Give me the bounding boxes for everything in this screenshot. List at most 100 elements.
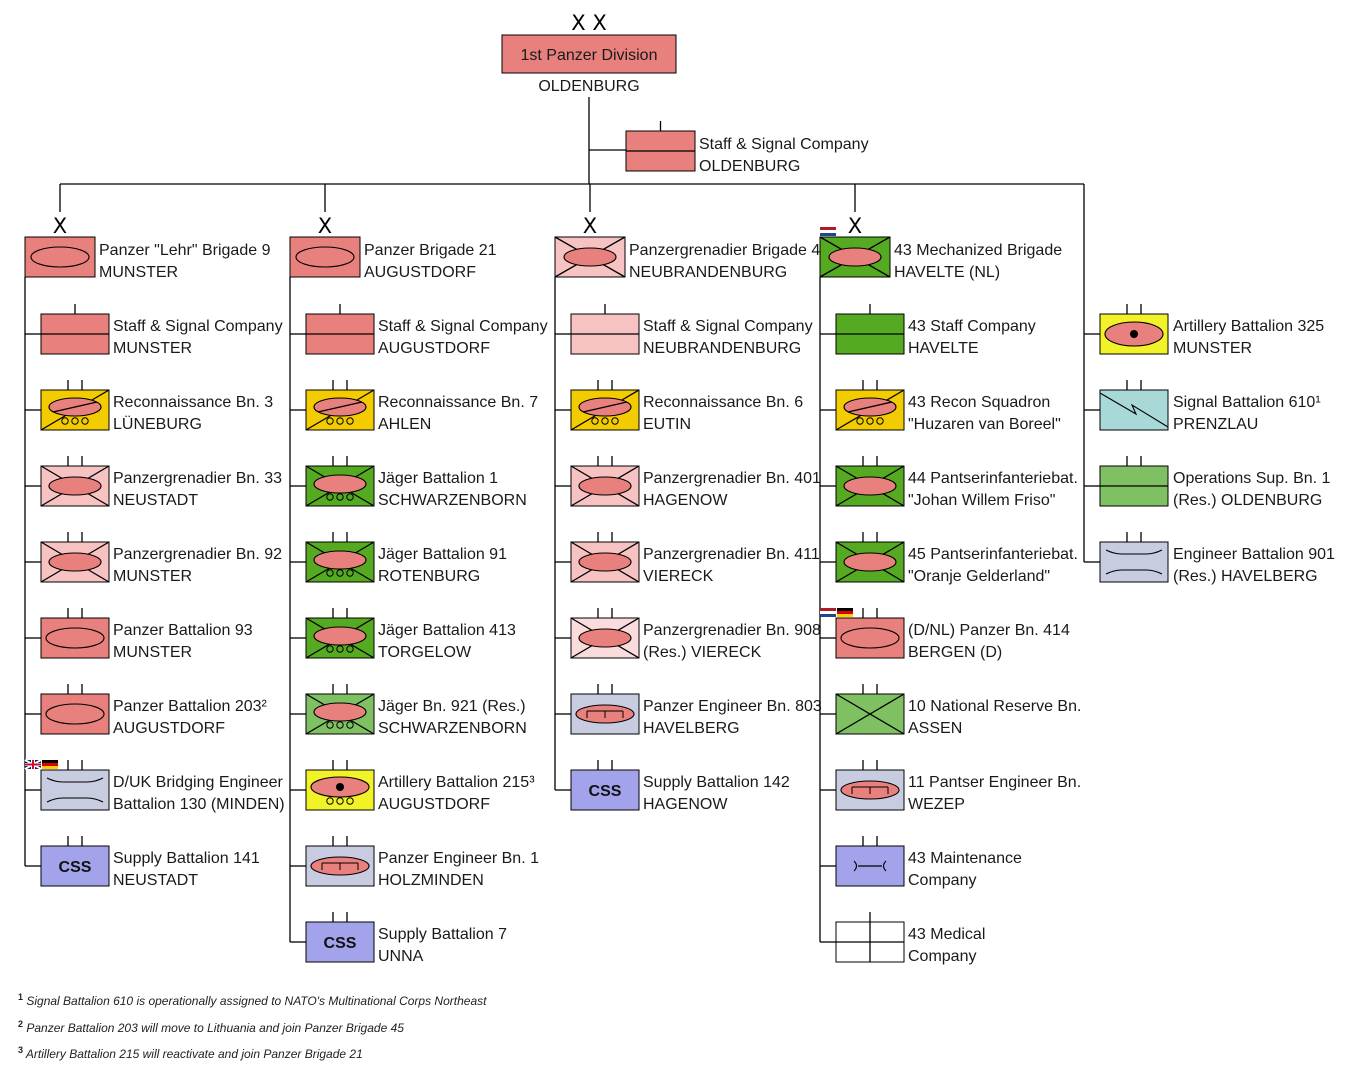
unit-location: NEUBRANDENBURG — [643, 340, 801, 357]
unit-name: 11 Pantser Engineer Bn. — [908, 774, 1081, 791]
unit-location: MUNSTER — [113, 644, 192, 661]
unit-location: MUNSTER — [113, 568, 192, 585]
brigade-symbol — [289, 236, 361, 278]
unit-2: Reconnaissance Bn. 7 AHLEN — [290, 380, 538, 433]
css-text: CSS — [59, 859, 92, 876]
division-name: 1st Panzer Division — [521, 47, 658, 64]
unit-location: "Johan Willem Friso" — [908, 492, 1055, 509]
unit-7: Artillery Battalion 215³ AUGUSTDORF — [290, 760, 535, 813]
footnotes: 1 Signal Battalion 610 is operationally … — [18, 986, 486, 1066]
brigade-echelon-mark: X — [318, 214, 332, 238]
brigade-symbol — [24, 236, 96, 278]
divisional-unit-4: Engineer Battalion 901 (Res.) HAVELBERG — [1084, 532, 1335, 585]
unit-name: Supply Battalion 7 — [378, 926, 507, 943]
unit-name: Artillery Battalion 325 — [1173, 318, 1324, 335]
unit-name: 10 National Reserve Bn. — [908, 698, 1081, 715]
division-staff-label: Staff & Signal Company — [699, 136, 869, 153]
unit-location: AUGUSTDORF — [378, 340, 490, 357]
unit-name: Artillery Battalion 215³ — [378, 774, 535, 791]
unit-location: TORGELOW — [378, 644, 472, 661]
unit-location: MUNSTER — [113, 340, 192, 357]
unit-location: UNNA — [378, 948, 424, 965]
unit-4: 45 Pantserinfanteriebat."Oranje Gelderla… — [820, 532, 1078, 585]
unit-name: Panzergrenadier Bn. 33 — [113, 470, 282, 487]
unit-location: Company — [908, 872, 976, 889]
unit-name: Panzergrenadier Bn. 908 — [643, 622, 821, 639]
brigade-location: AUGUSTDORF — [364, 264, 476, 281]
unit-location: AUGUSTDORF — [378, 796, 490, 813]
unit-location: AHLEN — [378, 416, 431, 433]
unit-location: EUTIN — [643, 416, 691, 433]
css-text: CSS — [324, 935, 357, 952]
unit-location: ASSEN — [908, 720, 962, 737]
brigade-name: Panzer "Lehr" Brigade 9 — [99, 242, 271, 259]
unit-name: D/UK Bridging Engineer — [113, 774, 284, 791]
brigade-name: Panzer Brigade 21 — [364, 242, 497, 259]
brigade-echelon-mark: X — [848, 214, 862, 238]
unit-6: 10 National Reserve Bn. ASSEN — [820, 684, 1081, 737]
de-flag-icon — [42, 760, 58, 769]
unit-location: LÜNEBURG — [113, 415, 202, 433]
unit-name: Panzer Engineer Bn. 803 — [643, 698, 822, 715]
unit-location: HOLZMINDEN — [378, 872, 484, 889]
brigade-name: 43 Mechanized Brigade — [894, 242, 1062, 259]
brigade-symbol — [554, 236, 626, 278]
de-flag-icon — [837, 608, 853, 617]
unit-location: (Res.) HAVELBERG — [1173, 568, 1318, 585]
unit-location: AUGUSTDORF — [113, 720, 225, 737]
unit-2: 43 Recon Squadron"Huzaren van Boreel" — [820, 380, 1061, 433]
gb-flag-icon — [24, 759, 42, 770]
divisional-unit-3: Operations Sup. Bn. 1(Res.) OLDENBURG — [1084, 456, 1331, 509]
unit-name: Reconnaissance Bn. 6 — [643, 394, 803, 411]
unit-location: SCHWARZENBORN — [378, 492, 527, 509]
unit-name: Reconnaissance Bn. 7 — [378, 394, 538, 411]
brigade-symbol — [819, 236, 891, 278]
unit-3: 44 Pantserinfanteriebat. "Johan Willem Fr… — [820, 456, 1078, 509]
unit-name: Staff & Signal Company — [113, 318, 283, 335]
unit-name: Signal Battalion 610¹ — [1173, 394, 1321, 411]
unit-location: "Huzaren van Boreel" — [908, 416, 1061, 433]
nl-flag-icon — [820, 227, 836, 236]
unit-name: 44 Pantserinfanteriebat. — [908, 470, 1078, 487]
unit-2: Reconnaissance Bn. 6 EUTIN — [555, 380, 803, 433]
unit-location: (Res.) VIERECK — [643, 644, 762, 661]
footnote-1: 1 Signal Battalion 610 is operationally … — [18, 992, 487, 1008]
unit-name: Panzer Engineer Bn. 1 — [378, 850, 539, 867]
unit-location: HAGENOW — [643, 492, 728, 509]
brigade-name: Panzergrenadier Brigade 41 — [629, 242, 829, 259]
unit-name: Staff & Signal Company — [643, 318, 813, 335]
brigade-1: X Panzer "Lehr" Brigade 9 MUNSTER Staff & S… — [24, 184, 285, 889]
unit-location: HAVELBERG — [643, 720, 740, 737]
unit-name: Panzergrenadier Bn. 411 — [643, 546, 820, 563]
unit-name: Panzergrenadier Bn. 92 — [113, 546, 282, 563]
unit-name: Operations Sup. Bn. 1 — [1173, 470, 1331, 487]
division-echelon-mark: X X — [571, 11, 606, 35]
unit-name: Engineer Battalion 901 — [1173, 546, 1335, 563]
unit-5: Panzergrenadier Bn. 908 (Res.) VIERECK — [555, 608, 821, 661]
brigade-echelon-mark: X — [53, 214, 67, 238]
unit-location: BERGEN (D) — [908, 644, 1002, 661]
unit-name: 45 Pantserinfanteriebat. — [908, 546, 1078, 563]
unit-location: WEZEP — [908, 796, 965, 813]
unit-name: Jäger Battalion 413 — [378, 622, 516, 639]
